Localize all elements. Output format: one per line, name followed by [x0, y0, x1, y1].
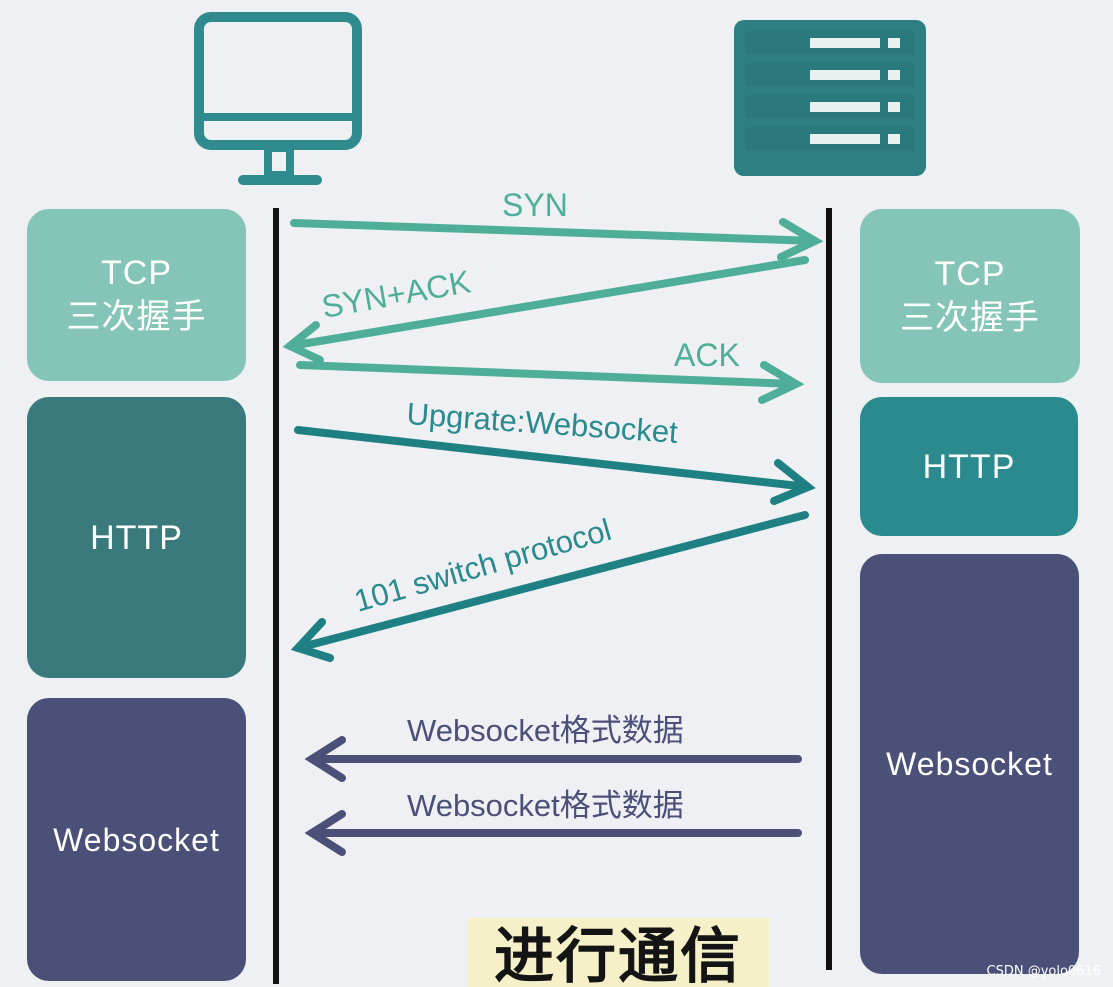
left-websocket-label: Websocket [53, 821, 220, 858]
upgrade-label: Upgrate:Websocket [406, 396, 680, 450]
syn-label: SYN [502, 187, 568, 223]
right-websocket-block: Websocket [860, 554, 1079, 974]
right-tcp-label: TCP [934, 255, 1006, 293]
right-tcp-handshake-label: 三次握手 [900, 299, 1040, 337]
monitor-icon [194, 12, 362, 185]
syn-ack-arrow [282, 256, 809, 364]
right-http-block: HTTP [860, 397, 1078, 536]
ws-data-label-1: Websocket格式数据 [407, 713, 684, 748]
left-http-block: HTTP [27, 397, 246, 678]
server-rack-icon [734, 20, 926, 176]
ws-data-arrow-2 [304, 810, 802, 856]
ws-data-label-2: Websocket格式数据 [407, 788, 684, 823]
right-tcp-handshake-block: TCP 三次握手 [860, 209, 1080, 383]
left-tcp-handshake-block: TCP 三次握手 [27, 209, 246, 381]
left-tcp-handshake-label: 三次握手 [66, 298, 207, 336]
left-tcp-label: TCP [101, 254, 172, 292]
ack-arrow [296, 361, 805, 404]
left-websocket-block: Websocket [27, 698, 246, 981]
watermark: CSDN @yolo0616 [986, 964, 1102, 979]
switch-protocol-arrow [290, 511, 809, 662]
left-http-label: HTTP [90, 518, 183, 557]
ws-data-arrow-1 [304, 736, 802, 782]
syn-arrow [290, 218, 824, 261]
right-http-label: HTTP [922, 447, 1016, 486]
upgrade-arrow [294, 426, 816, 505]
communication-caption: 进行通信 [467, 918, 769, 987]
ack-label: ACK [674, 337, 740, 373]
right-websocket-label: Websocket [886, 746, 1053, 782]
